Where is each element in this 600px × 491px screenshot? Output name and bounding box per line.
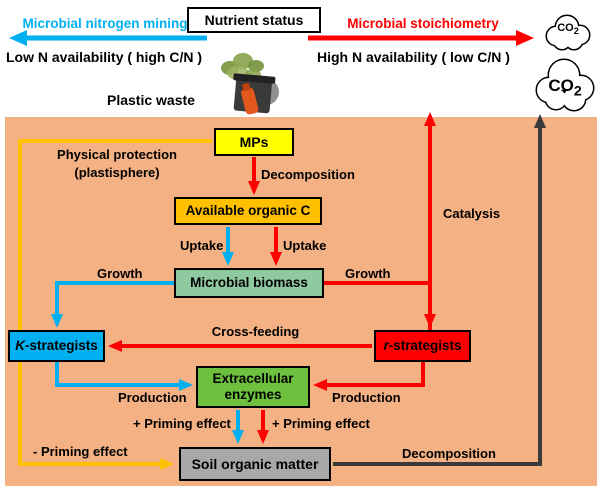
stoichiometry-title: Microbial stoichiometry bbox=[347, 16, 499, 31]
priming-plus-left-label: + Priming effect bbox=[133, 416, 231, 431]
available-organic-c-box: Available organic C bbox=[174, 197, 322, 225]
decomposition-bottom-label: Decomposition bbox=[402, 446, 496, 461]
nutrient-status-label: Nutrient status bbox=[204, 11, 304, 28]
extracellular-enzymes-box: Extracellular enzymes bbox=[196, 366, 310, 408]
decomposition-top-label: Decomposition bbox=[261, 167, 355, 182]
priming-minus-label: - Priming effect bbox=[33, 444, 128, 459]
growth-left-label: Growth bbox=[97, 266, 143, 281]
co2-label-large: CO2 bbox=[548, 76, 582, 100]
plastic-waste-label: Plastic waste bbox=[107, 92, 195, 108]
physical-protection-label: Physical protection (plastisphere) bbox=[57, 147, 177, 180]
co2-cloud-small-icon bbox=[545, 14, 591, 51]
mps-box: MPs bbox=[214, 128, 294, 156]
plastic-waste-icon bbox=[221, 53, 279, 115]
nitrogen-mining-title: Microbial nitrogen mining bbox=[22, 16, 188, 31]
co2-label-small: CO2 bbox=[557, 22, 579, 37]
uptake-right-label: Uptake bbox=[283, 238, 327, 253]
microbial-biomass-box: Microbial biomass bbox=[174, 268, 324, 298]
nutrient-status-box: Nutrient status bbox=[187, 7, 321, 33]
production-left-label: Production bbox=[118, 390, 187, 405]
cross-feeding-label: Cross-feeding bbox=[211, 324, 300, 339]
uptake-left-label: Uptake bbox=[180, 238, 224, 253]
catalysis-label: Catalysis bbox=[443, 206, 501, 221]
low-n-availability-label: Low N availability ( high C/N ) bbox=[6, 49, 203, 65]
production-right-label: Production bbox=[332, 390, 401, 405]
growth-right-label: Growth bbox=[345, 266, 391, 281]
k-strategists-box: K-strategists bbox=[8, 330, 105, 362]
co2-cloud-large-icon bbox=[535, 58, 595, 112]
soil-organic-matter-box: Soil organic matter bbox=[179, 447, 331, 481]
high-n-availability-label: High N availability ( low C/N ) bbox=[317, 49, 510, 65]
r-strategists-box: r-strategists bbox=[374, 330, 471, 362]
priming-plus-right-label: + Priming effect bbox=[272, 416, 370, 431]
